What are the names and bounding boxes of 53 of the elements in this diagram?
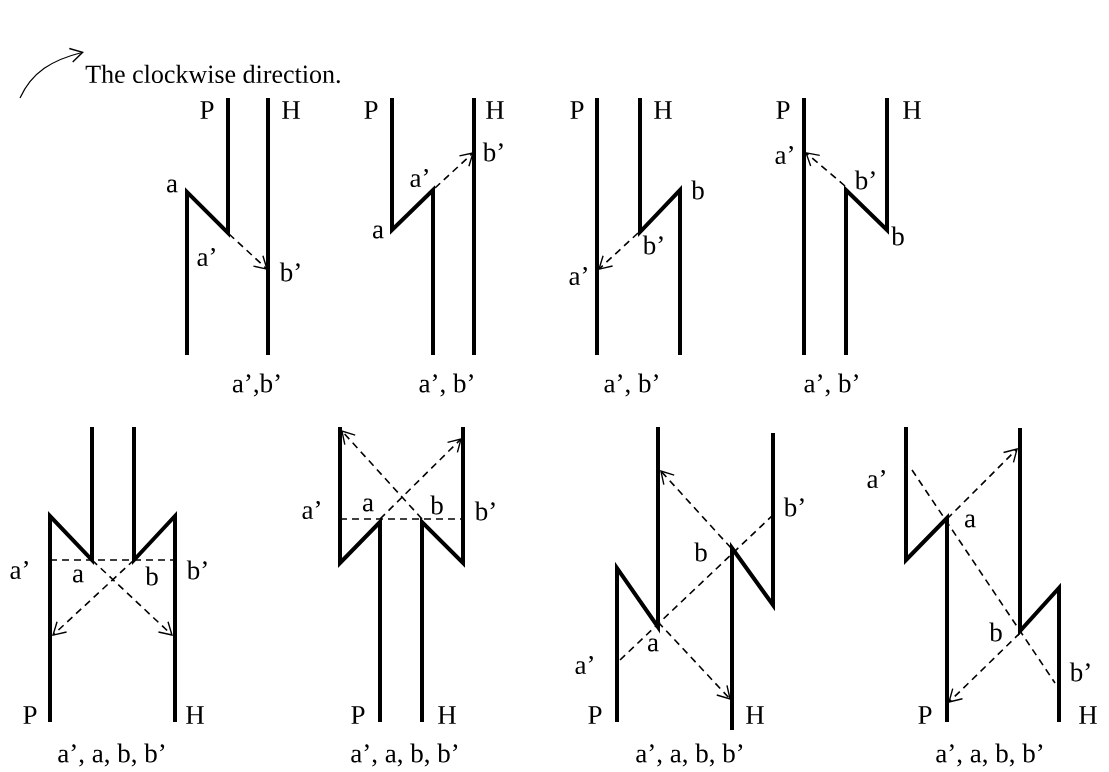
- point-label: P: [349, 705, 367, 725]
- point-label: a’: [408, 167, 432, 189]
- point-label: b: [890, 225, 906, 247]
- point-label: a’: [300, 499, 324, 521]
- point-label: P: [586, 705, 604, 725]
- point-label: H: [484, 100, 506, 120]
- point-label: a’, b’: [417, 372, 477, 398]
- point-label: H: [184, 705, 206, 725]
- point-label: a’,b’: [230, 372, 284, 398]
- point-label: a: [646, 637, 660, 653]
- point-label: H: [1077, 705, 1099, 725]
- point-label: P: [916, 705, 934, 725]
- point-label: a’, b’: [602, 372, 662, 398]
- point-label: b’: [1068, 661, 1094, 683]
- point-label: b: [690, 179, 706, 201]
- point-label: a’: [773, 144, 797, 166]
- point-label: b’: [481, 141, 507, 163]
- point-label: b’: [641, 234, 667, 256]
- point-label: H: [652, 100, 674, 120]
- point-label: b: [988, 621, 1004, 643]
- point-label: a: [165, 178, 179, 194]
- point-label: b’: [185, 559, 211, 581]
- point-label: P: [568, 100, 586, 120]
- heading: The clockwise direction.: [85, 64, 340, 84]
- point-label: a’: [8, 559, 32, 581]
- point-label: H: [901, 100, 923, 120]
- point-label: a: [963, 513, 977, 529]
- point-label: a: [371, 224, 385, 240]
- point-label: P: [21, 705, 39, 725]
- point-label: a’, a, b, b’: [634, 742, 746, 768]
- point-label: b: [693, 541, 709, 563]
- point-label: a’: [573, 654, 597, 676]
- point-label: a: [361, 497, 375, 513]
- point-label: P: [362, 100, 380, 120]
- point-label: a’: [865, 468, 889, 490]
- point-label: a’, a, b, b’: [349, 742, 461, 768]
- point-label: b: [144, 565, 160, 587]
- point-label: a’: [567, 265, 591, 287]
- point-label: a: [71, 568, 85, 584]
- point-label: H: [436, 705, 458, 725]
- point-label: a’: [195, 246, 219, 268]
- point-label: a’, a, b, b’: [934, 742, 1046, 768]
- point-label: b’: [853, 169, 879, 191]
- point-label: b: [429, 494, 445, 516]
- point-label: H: [280, 100, 302, 120]
- point-label: a’, b’: [802, 372, 862, 398]
- point-label: b’: [782, 496, 808, 518]
- point-label: P: [198, 100, 216, 120]
- point-label: b’: [473, 500, 499, 522]
- point-label: a’, a, b, b’: [56, 742, 168, 768]
- point-label: P: [774, 100, 792, 120]
- point-label: H: [744, 705, 766, 725]
- point-label: b’: [278, 261, 304, 283]
